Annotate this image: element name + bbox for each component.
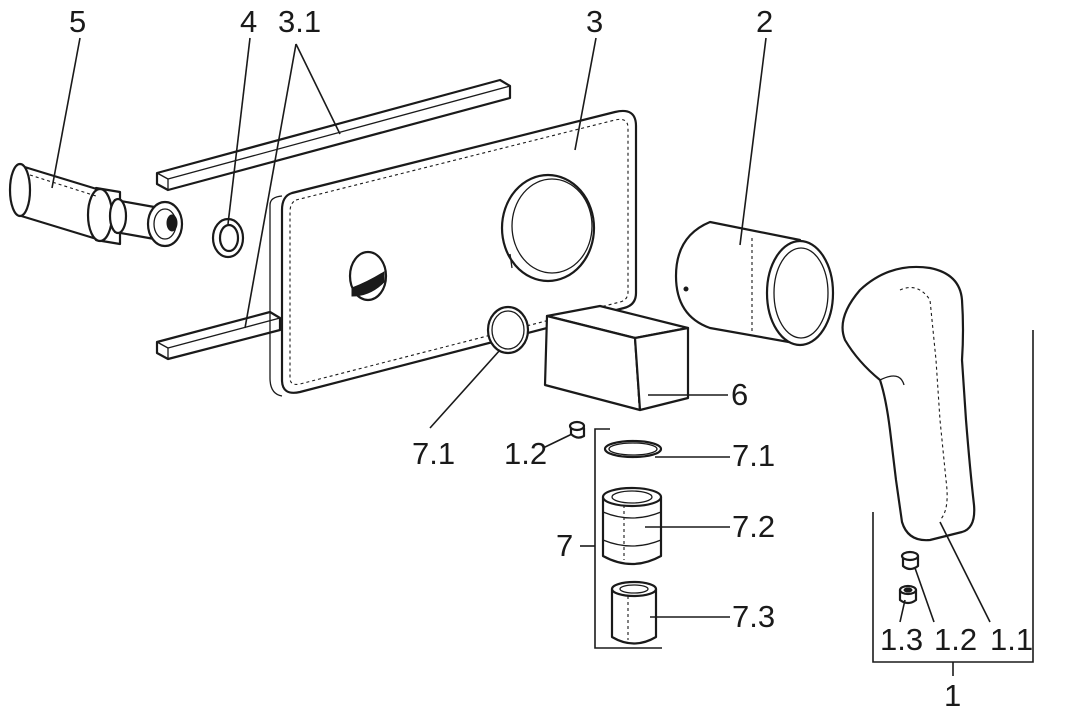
small-cap-middle [568,420,586,439]
label-part-1-2-right: 1.2 [934,622,977,657]
set-screw [898,584,918,605]
o-ring-small [603,439,663,459]
label-part-3-1: 3.1 [278,4,321,39]
group-1-bracket [872,330,1034,676]
label-part-7-3: 7.3 [732,599,775,634]
washer [211,217,245,259]
mounting-strip-bottom [155,310,282,361]
label-part-7-2: 7.2 [732,509,775,544]
label-part-1-1: 1.1 [990,622,1033,657]
leader-lines [51,37,991,623]
sleeve [674,220,835,347]
small-cap-right [900,550,920,571]
label-part-5: 5 [69,4,86,39]
label-part-1-3: 1.3 [880,622,923,657]
label-part-2: 2 [756,4,773,39]
label-part-6: 6 [731,377,748,412]
label-part-7-1-left: 7.1 [412,436,455,471]
mixer-box [543,304,690,412]
label-part-1-2-middle: 1.2 [504,436,547,471]
group-7-bracket [580,428,662,649]
label-part-7-1-right: 7.1 [732,438,775,473]
insert [610,580,658,645]
o-ring-large [486,305,530,355]
label-part-1: 1 [944,678,961,713]
label-part-7: 7 [556,528,573,563]
lever-handle [841,265,976,542]
label-part-3: 3 [586,4,603,39]
valve-cartridge [8,162,184,248]
bushing [601,486,663,566]
label-part-4: 4 [240,4,257,39]
